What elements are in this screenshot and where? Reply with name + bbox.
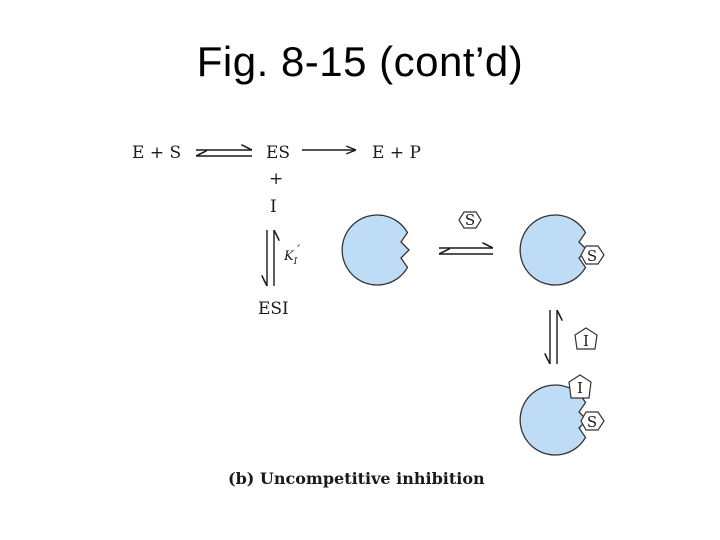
dissociation-constant: KI′ xyxy=(283,243,300,267)
complex-es: ES xyxy=(266,143,290,163)
reactant-e-plus-s: E + S xyxy=(132,143,181,163)
svg-text:S: S xyxy=(587,413,597,431)
svg-text:S: S xyxy=(465,211,475,229)
enzyme-substrate-inhibitor-complex xyxy=(519,384,588,456)
equilibrium-arrow-enzyme-substrate xyxy=(439,248,493,254)
enzyme-substrate-complex xyxy=(519,214,588,286)
equilibrium-arrow-e-es xyxy=(196,150,252,156)
inhibitor-token-bound: I xyxy=(568,374,592,399)
slide-title: Fig. 8-15 (cont’d) xyxy=(196,38,524,85)
substrate-token-in-esi: S xyxy=(580,411,605,431)
substrate-token-free: S xyxy=(458,211,482,229)
inhibitor-token-free: I xyxy=(574,327,598,350)
substrate-token-bound: S xyxy=(580,245,605,265)
products-e-plus-p: E + P xyxy=(372,143,421,163)
equilibrium-arrow-es-esi xyxy=(267,230,274,286)
svg-text:I: I xyxy=(577,379,583,397)
equilibrium-arrow-es-esi-cartoon xyxy=(550,310,557,364)
complex-esi: ESI xyxy=(258,299,289,319)
plus-sign: + xyxy=(269,169,283,189)
inhibitor-i: I xyxy=(270,197,277,217)
svg-text:I: I xyxy=(583,332,589,350)
enzyme-free xyxy=(341,214,410,286)
svg-text:S: S xyxy=(587,247,597,265)
figure-caption: (b) Uncompetitive inhibition xyxy=(228,469,485,488)
